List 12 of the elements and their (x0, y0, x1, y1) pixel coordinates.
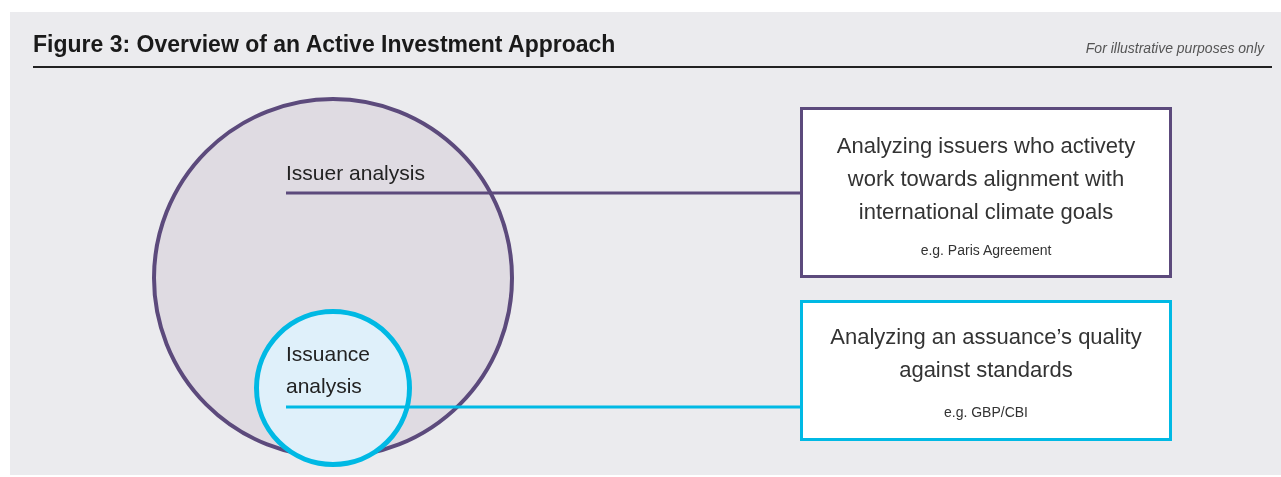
connector-line (286, 405, 800, 409)
description-text: Analyzing an assuance’s quality against standards (829, 323, 1143, 384)
description-box (800, 300, 1172, 441)
disclaimer-note: For illustrative purposes only (1085, 40, 1264, 56)
connector-line (286, 191, 800, 195)
example-note: e.g. Paris Agreement (919, 241, 1053, 259)
example-note: e.g. GBP/CBI (942, 403, 1029, 421)
circle-label: Issuance analysis (286, 341, 372, 399)
figure-title: Figure 3: Overview of an Active Investment Approach (33, 31, 616, 58)
description-text: Analyzing issuers who activety work towards alignment with international climate goals (835, 132, 1137, 226)
circle-label: Issuer analysis (286, 160, 426, 186)
description-box (800, 107, 1172, 278)
